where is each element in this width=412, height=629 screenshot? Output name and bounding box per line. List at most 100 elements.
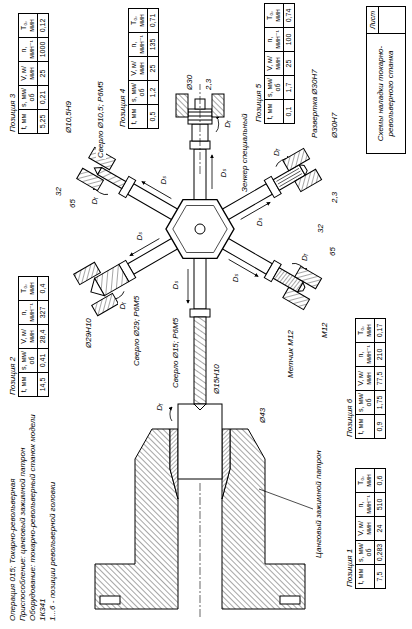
dimension: М12 xyxy=(320,321,330,339)
table-value-cell: 1,75 xyxy=(375,390,386,414)
cutting-data-table: Позиция 1t, ммs, мм/обV, м/минn, мин⁻¹T₀… xyxy=(345,468,386,589)
table-value-cell: 0,41 xyxy=(38,348,49,372)
table-header-cell: t, мм xyxy=(356,564,375,588)
table-value-cell: 24 xyxy=(375,516,386,540)
table-value-cell: 0,71 xyxy=(148,8,159,32)
table-value-cell: 327 xyxy=(38,300,49,324)
table-header-cell: t, мм xyxy=(265,99,284,123)
operation-notes: Операция 015; Токарно-револьвернаяПриспо… xyxy=(8,406,58,621)
operation-note: Приспособление: цанговый зажимной патрон xyxy=(18,406,28,621)
dimension: Ø10,5Н9 xyxy=(64,100,74,134)
motion-label: Dᵣ xyxy=(300,253,310,262)
table-value-cell: 0,17 xyxy=(375,318,386,342)
table-grid: t, ммs, мм/обV, м/минn, мин⁻¹T₀, мин7,50… xyxy=(355,468,386,589)
table-header-cell: n, мин⁻¹ xyxy=(19,300,38,324)
tool-position-4 xyxy=(176,84,224,200)
table-header-cell: n, мин⁻¹ xyxy=(19,37,38,61)
table-value-cell: 0,5 xyxy=(148,104,159,128)
table-header-cell: T₀, мин xyxy=(356,468,375,492)
motion-label: Dₛ xyxy=(219,168,229,179)
table-value-cell: 0,6 xyxy=(375,468,386,492)
operation-note: 1...6 - позиции револьверной головки xyxy=(48,406,58,621)
table-value-cell: 0,21 xyxy=(38,85,49,109)
tool-name: Цанговый зажимной патрон xyxy=(314,449,324,559)
motion-label: Dᵣ xyxy=(155,402,165,411)
table-header-cell: s, мм/об xyxy=(265,75,284,99)
stamp-frame: Схемы наладки токарно-револьверного стан… xyxy=(366,6,406,154)
table-header-cell: s, мм/об xyxy=(19,348,38,372)
tool-position-1 xyxy=(188,258,210,410)
table-header-cell: T₀, мин xyxy=(19,276,38,300)
dimension: Ø15Н10 xyxy=(212,363,222,395)
table-grid: t, ммs, мм/обV, м/минn, мин⁻¹T₀, мин5,25… xyxy=(18,13,49,134)
position-heading: Позиция 2 xyxy=(8,276,18,397)
tool-name: Развертка Ø30Н7 xyxy=(310,68,320,139)
position-heading: Позиция 1 xyxy=(345,468,355,589)
position-heading: Позиция 5 xyxy=(254,3,264,124)
position-heading: Позиция 3 xyxy=(8,13,18,134)
table-value-cell: 0,283 xyxy=(375,540,386,564)
table-header-cell: V, м/мин xyxy=(356,366,375,390)
table-header-cell: V, м/мин xyxy=(356,516,375,540)
table-value-cell: 1,2 xyxy=(148,80,159,104)
table-grid: t, ммs, мм/обV, м/минn, мин⁻¹T₀, мин0,91… xyxy=(355,318,386,439)
table-value-cell: 0,4 xyxy=(38,276,49,300)
table-value-cell: 77,5 xyxy=(375,366,386,390)
motion-label: Dₛ xyxy=(135,231,145,242)
tool-name: Сверло Ø29; Р6М5 xyxy=(132,295,142,367)
tool-name: Метчик М12 xyxy=(286,329,296,379)
table-value-cell: 0,12 xyxy=(38,13,49,37)
motion-label: Dᵣ xyxy=(272,148,282,157)
table-value-cell: 0,74 xyxy=(284,3,295,27)
title-stamp: Схемы наладки токарно-револьверного стан… xyxy=(366,6,406,154)
tool-name: Сверло Ø15; Р6М5 xyxy=(171,317,181,389)
dimension: 2,3 xyxy=(330,191,340,204)
table-value-cell: 7,5 xyxy=(375,564,386,588)
table-value-cell: 1,7 xyxy=(284,75,295,99)
table-value-cell: 135 xyxy=(148,32,159,56)
cutting-data-table: Позиция 2t, ммs, мм/обV, м/минn, мин⁻¹T₀… xyxy=(8,276,49,397)
table-value-cell: 210 xyxy=(375,342,386,366)
motion-label: Dₛ xyxy=(231,272,241,283)
cutting-data-table: Позиция 5t, ммs, мм/обV, м/минn, мин⁻¹T₀… xyxy=(254,3,295,124)
table-grid: t, ммs, мм/обV, м/минn, мин⁻¹T₀, мин14,5… xyxy=(18,276,49,397)
table-value-cell: 1000 xyxy=(38,37,49,61)
sheet-label: Лист xyxy=(367,7,379,33)
motion-label: Dₛ xyxy=(255,216,265,227)
cutting-data-table: Позиция 6t, ммs, мм/обV, м/минn, мин⁻¹T₀… xyxy=(345,318,386,439)
table-value-cell: 25 xyxy=(38,61,49,85)
table-header-cell: s, мм/об xyxy=(356,390,375,414)
motion-label: Dᵣ xyxy=(90,196,100,205)
table-header-cell: s, мм/об xyxy=(19,85,38,109)
dimension: 65 xyxy=(68,198,78,209)
table-header-cell: t, мм xyxy=(19,109,38,133)
table-value-cell: 25 xyxy=(284,51,295,75)
table-value-cell: 25 xyxy=(148,56,159,80)
dimension: Ø43 xyxy=(258,407,268,424)
tool-name: Зенкер специальный xyxy=(240,113,250,193)
tool-position-3 xyxy=(76,147,184,230)
dimension: Ø29Н10 xyxy=(84,317,94,349)
table-header-cell: t, мм xyxy=(19,372,38,396)
cutting-data-table: Позиция 3t, ммs, мм/обV, м/минn, мин⁻¹T₀… xyxy=(8,13,49,134)
table-value-cell: 0,1 xyxy=(284,99,295,123)
dimension: Ø30 xyxy=(185,74,195,91)
table-header-cell: n, мин⁻¹ xyxy=(356,492,375,516)
table-value-cell: 100 xyxy=(284,27,295,51)
table-header-cell: V, м/мин xyxy=(19,324,38,348)
position-heading: Позиция 4 xyxy=(118,8,128,129)
tool-position-5 xyxy=(216,148,322,230)
position-heading: Позиция 6 xyxy=(345,318,355,439)
table-value-cell: 28,4 xyxy=(38,324,49,348)
dimension: 65 xyxy=(328,246,338,257)
table-header-cell: s, мм/об xyxy=(129,80,148,104)
table-header-cell: n, мин⁻¹ xyxy=(129,32,148,56)
table-grid: t, ммs, мм/обV, м/минn, мин⁻¹T₀, мин0,51… xyxy=(128,8,159,129)
table-value-cell: 0,9 xyxy=(375,414,386,438)
collet-chuck xyxy=(95,404,313,617)
dimension: 2,3 xyxy=(204,78,214,91)
dimension: Ø30Н7 xyxy=(330,112,340,139)
turret-head xyxy=(166,200,234,259)
table-header-cell: n, мин⁻¹ xyxy=(356,342,375,366)
